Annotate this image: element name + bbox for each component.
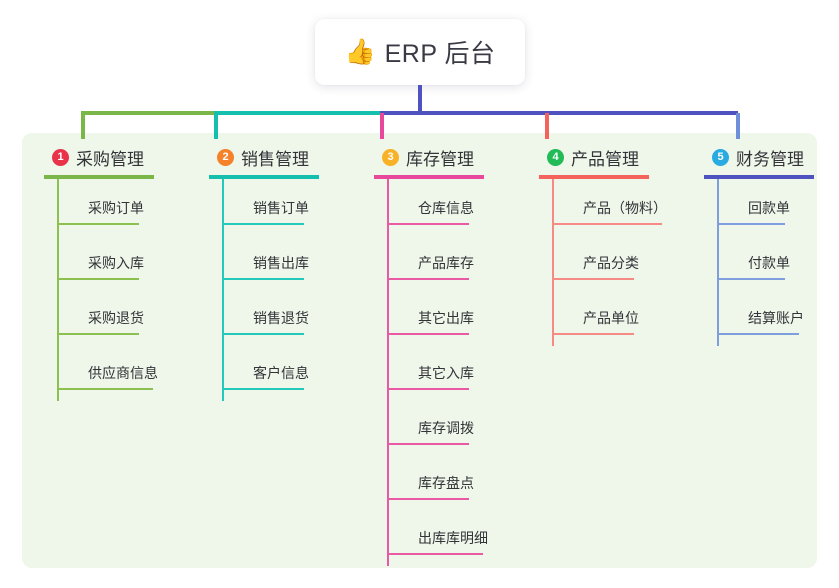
leaf-item-underline (717, 223, 785, 225)
leaf-item-underline (387, 223, 469, 225)
branch-header-inventory[interactable]: 3 库存管理 (366, 145, 474, 169)
leaf-item-underline (387, 333, 469, 335)
connector-drop-sales (214, 113, 218, 139)
branch-spine-sales (222, 179, 224, 401)
leaf-item-underline (387, 498, 469, 500)
branch-number-badge: 1 (52, 148, 69, 166)
root-stem-connector (418, 85, 422, 113)
leaf-item-label: 结算账户 (748, 310, 804, 326)
leaf-item-label: 采购退货 (88, 310, 144, 326)
leaf-item-underline (57, 278, 139, 280)
branch-spine-product (552, 179, 554, 346)
leaf-item-underline (57, 223, 139, 225)
leaf-item-label: 销售订单 (253, 200, 309, 216)
leaf-item-label: 其它出库 (418, 310, 474, 326)
leaf-item-underline (387, 278, 469, 280)
connector-segment-green (81, 111, 214, 115)
connector-drop-inventory (380, 113, 384, 139)
branch-spine-finance (717, 179, 719, 346)
leaf-item-label: 销售出库 (253, 255, 309, 271)
branch-header-finance[interactable]: 5 财务管理 (696, 145, 804, 169)
leaf-item-underline (552, 278, 634, 280)
branch-title-product: 产品管理 (571, 149, 639, 169)
connector-segment-teal (214, 111, 380, 115)
branch-underline-product (539, 175, 649, 179)
connector-drop-product (545, 113, 549, 139)
branch-number-badge: 4 (547, 148, 564, 166)
branch-title-inventory: 库存管理 (406, 149, 474, 169)
leaf-item-label: 供应商信息 (88, 365, 158, 381)
leaf-item-underline (552, 333, 634, 335)
branch-number-badge: 5 (712, 148, 729, 166)
leaf-item-label: 产品单位 (583, 310, 639, 326)
thumbs-up-icon: 👍 (344, 37, 376, 66)
branch-header-sales[interactable]: 2 销售管理 (201, 145, 309, 169)
connector-drop-finance (736, 113, 740, 139)
leaf-item-underline (222, 333, 304, 335)
branch-sales: 2 销售管理销售订单销售出库销售退货客户信息 (201, 145, 319, 401)
leaf-item-underline (222, 223, 304, 225)
leaf-item-label: 回款单 (748, 200, 790, 216)
branch-header-purchase[interactable]: 1 采购管理 (36, 145, 144, 169)
leaf-item-label: 库存调拨 (418, 420, 474, 436)
branch-number-badge: 3 (382, 148, 399, 166)
branch-number-badge: 2 (217, 148, 234, 166)
leaf-item-label: 采购入库 (88, 255, 144, 271)
branch-underline-inventory (374, 175, 484, 179)
branch-underline-finance (704, 175, 814, 179)
leaf-item-underline (387, 443, 469, 445)
connector-segment-blue (380, 111, 738, 115)
leaf-item-underline (717, 278, 785, 280)
branch-title-sales: 销售管理 (241, 149, 309, 169)
leaf-item-label: 产品（物料） (583, 200, 667, 216)
leaf-item-underline (717, 333, 799, 335)
branch-underline-purchase (44, 175, 154, 179)
leaf-item-underline (222, 278, 304, 280)
connector-drop-purchase (81, 113, 85, 139)
branch-spine-purchase (57, 179, 59, 401)
diagram-background-panel (22, 133, 817, 568)
root-node[interactable]: 👍 ERP 后台 (315, 19, 525, 85)
branch-product: 4 产品管理产品（物料） 产品分类产品单位 (531, 145, 667, 346)
leaf-item-label: 产品分类 (583, 255, 639, 271)
root-node-label: ERP 后台 (384, 40, 496, 68)
leaf-item-underline (57, 333, 139, 335)
branch-underline-sales (209, 175, 319, 179)
leaf-item-label: 付款单 (748, 255, 790, 271)
branch-title-finance: 财务管理 (736, 149, 804, 169)
branch-purchase: 1 采购管理采购订单采购入库采购退货供应商信息 (36, 145, 158, 401)
branch-finance: 5 财务管理回款单付款单结算账户 (696, 145, 814, 346)
leaf-item-underline (57, 388, 153, 390)
branch-spine-inventory (387, 179, 389, 566)
branch-inventory: 3 库存管理仓库信息产品库存其它出库其它入库库存调拨库存盘点出库库明细 (366, 145, 488, 566)
leaf-item-label: 库存盘点 (418, 475, 474, 491)
leaf-item-label: 其它入库 (418, 365, 474, 381)
leaf-item-label: 采购订单 (88, 200, 144, 216)
leaf-item-label: 仓库信息 (418, 200, 474, 216)
leaf-item-underline (222, 388, 304, 390)
leaf-item-label: 客户信息 (253, 365, 309, 381)
leaf-item-underline (552, 223, 662, 225)
leaf-item-label: 产品库存 (418, 255, 474, 271)
leaf-item-label: 出库库明细 (418, 530, 488, 546)
branch-title-purchase: 采购管理 (76, 149, 144, 169)
leaf-item-underline (387, 388, 469, 390)
branch-header-product[interactable]: 4 产品管理 (531, 145, 639, 169)
leaf-item-label: 销售退货 (253, 310, 309, 326)
leaf-item-underline (387, 553, 483, 555)
